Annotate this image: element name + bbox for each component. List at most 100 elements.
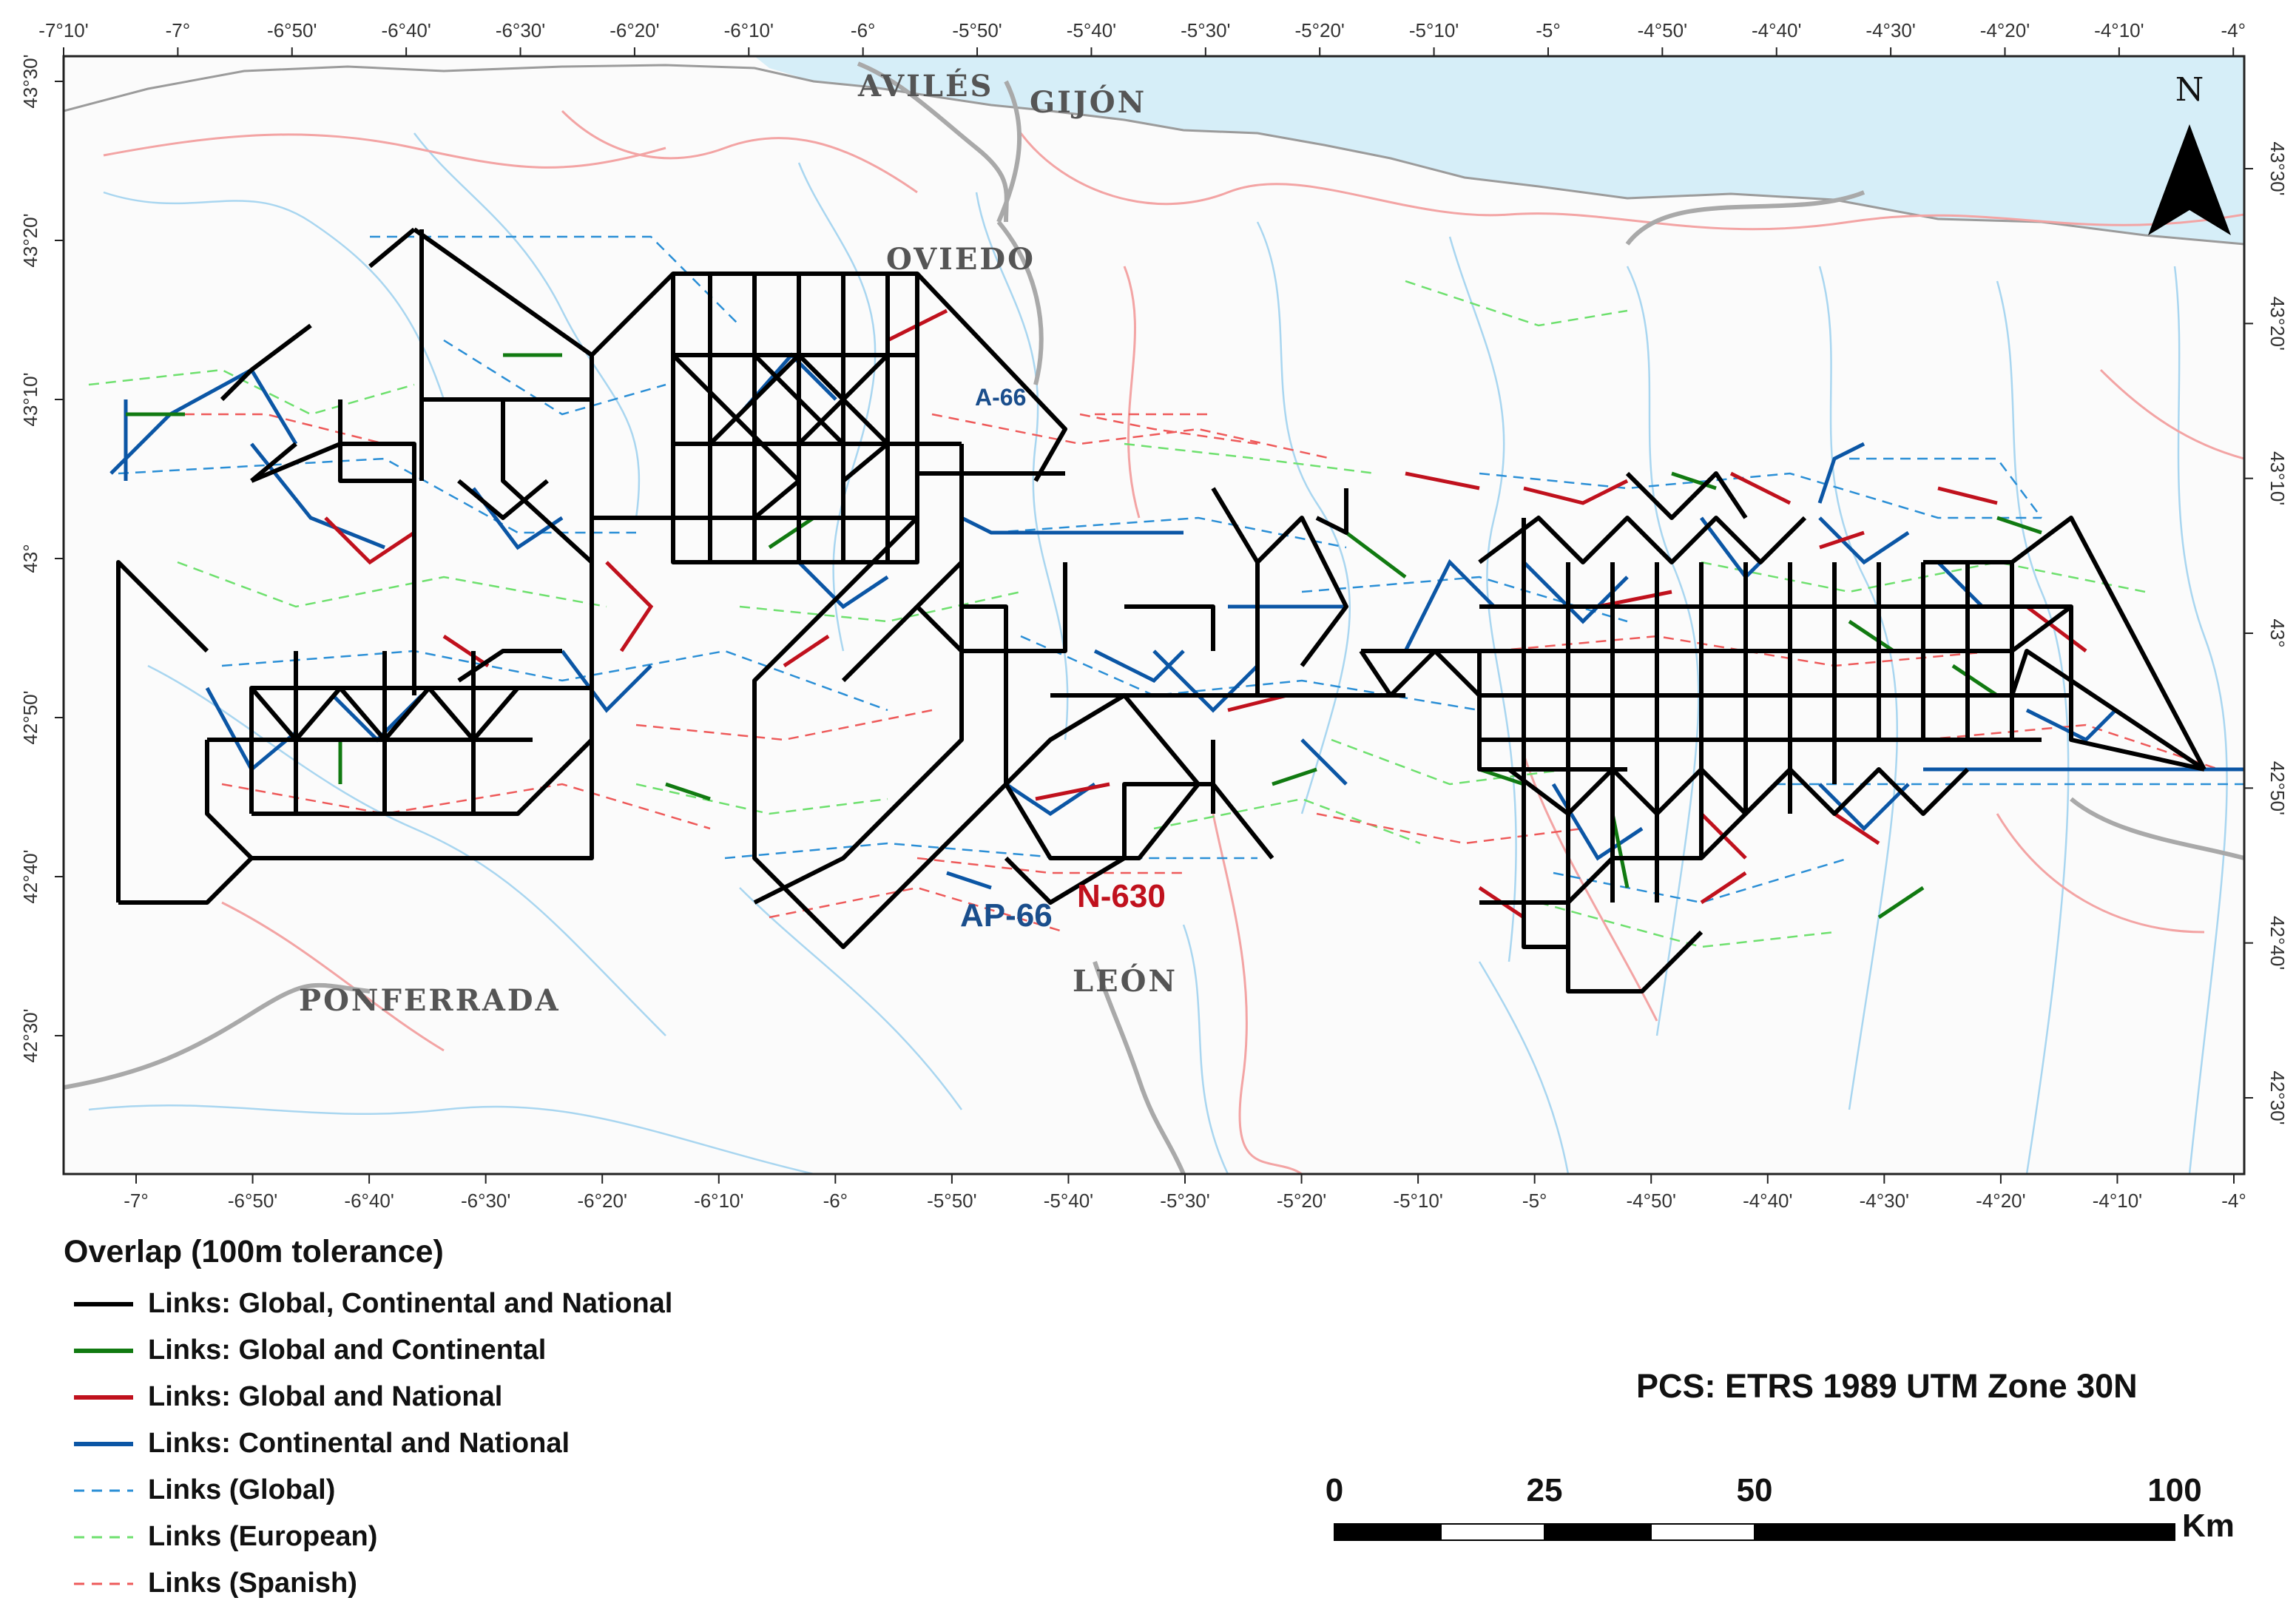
legend-item: Links: Global and National [64,1374,672,1420]
city-label-aviles: AVILÉS [857,69,993,104]
projection-label: PCS: ETRS 1989 UTM Zone 30N [1636,1367,2138,1405]
scale-label-50: 50 [1736,1472,1773,1508]
tick-label-top: -4°40' [1752,19,1801,41]
tick-label-top: -6°10' [724,19,774,41]
north-arrow-label: N [2175,71,2204,109]
tick-label-top: -5°40' [1067,19,1116,41]
tick-label-left: 42°40' [19,849,41,903]
legend-dashed-line-icon [74,1582,133,1585]
tick-label-top: -7°10' [38,19,88,41]
tick-label-bottom: -6°40' [344,1190,394,1212]
tick-label-top: -5°20' [1295,19,1345,41]
legend-item: Links: Global, Continental and National [64,1281,672,1327]
tick-label-bottom: -4° [2221,1190,2246,1212]
tick-label-left: 43°30' [19,54,41,108]
tick-label-bottom: -6°30' [461,1190,510,1212]
tick-label-top: -6° [851,19,876,41]
legend-solid-line-icon [74,1441,133,1446]
tick-label-bottom: -4°50' [1627,1190,1676,1212]
legend-solid-line-icon [74,1394,133,1400]
tick-label-right: 42°40' [2266,916,2289,970]
legend-item: Links (European) [64,1514,672,1560]
city-label-leon: LEÓN [1073,964,1178,999]
road-labels: A-66 AP-66 N-630 [960,384,1166,934]
links-global-dashed [118,235,2244,904]
legend-title: Overlap (100m tolerance) [64,1234,444,1269]
tick-label-top: -6°50' [267,19,317,41]
legend-item: Links: Global and Continental [64,1327,672,1374]
north-arrow: N [2148,71,2231,235]
motorways [64,61,2244,1174]
scale-label-100: 100 [2147,1472,2202,1508]
city-label-gijon: GIJÓN [1030,85,1147,120]
tick-label-bottom: -4°10' [2093,1190,2142,1212]
tick-label-bottom: -4°30' [1860,1190,1909,1212]
tick-label-top: -5° [1536,19,1561,41]
tick-label-top: -4° [2221,19,2246,41]
tick-label-left: 42°30' [19,1008,41,1062]
tick-label-bottom: -5°50' [927,1190,976,1212]
tick-label-left: 42°50' [19,690,41,744]
legend-solid-line-icon [74,1348,133,1353]
scale-bar: 0 25 50 100 Km [1317,1472,2278,1554]
legend-item-label: Links (European) [148,1521,378,1552]
tick-label-right: 43°30' [2266,141,2289,195]
scale-label-0: 0 [1325,1472,1344,1508]
legend-item: Links (Global) [64,1467,672,1514]
legend-dashed-line-icon [74,1489,133,1491]
legend-item: Links (Spanish) [64,1560,672,1607]
tick-label-top: -6°30' [496,19,545,41]
tick-label-bottom: -5°30' [1160,1190,1209,1212]
legend-dashed-line-icon [74,1536,133,1538]
legend: Overlap (100m tolerance) Links: Global, … [64,1234,672,1607]
legend-item-label: Links: Global and Continental [148,1335,547,1366]
city-labels: AVILÉS GIJÓN OVIEDO PONFERRADA LEÓN [299,69,1178,1018]
legend-solid-line-icon [74,1301,133,1306]
tick-label-bottom: -6°20' [578,1190,627,1212]
legend-item-label: Links: Continental and National [148,1428,570,1459]
links-global-continental [126,353,2042,920]
graticule-ticks: -7°10' -7° -6°50' -6°40' -6°30' -6°20' -6°10' -… [19,19,2289,1212]
north-arrow-left-icon [2148,124,2189,235]
tick-label-top: -4°50' [1638,19,1687,41]
tick-label-right: 43°10' [2266,451,2289,505]
tick-label-bottom: -4°40' [1743,1190,1792,1212]
legend-item-label: Links: Global and National [148,1381,503,1412]
road-label-a66: A-66 [975,384,1026,411]
tick-label-top: -6°40' [381,19,430,41]
coastline [64,64,2244,246]
tick-label-bottom: -5° [1522,1190,1547,1212]
scale-label-25: 25 [1526,1472,1563,1508]
scale-bar-graphic [1334,1523,2175,1541]
legend-item: Links: Continental and National [64,1420,672,1467]
tick-label-bottom: -7° [124,1190,149,1212]
road-label-n630: N-630 [1077,878,1166,914]
city-label-ponferrada: PONFERRADA [299,983,561,1018]
tick-label-top: -4°20' [1980,19,2030,41]
tick-label-top: -4°10' [2094,19,2144,41]
tick-label-right: 42°50' [2266,761,2289,815]
tick-label-top: -6°20' [610,19,659,41]
tick-label-right: 42°30' [2266,1070,2289,1124]
tick-label-bottom: -4°20' [1976,1190,2025,1212]
scale-unit: Km [2182,1508,2235,1544]
tick-label-bottom: -5°20' [1277,1190,1326,1212]
tick-label-left: 43° [19,544,41,573]
sea-area [754,56,2244,244]
tick-label-top: -4°30' [1866,19,1915,41]
tick-label-bottom: -5°10' [1393,1190,1442,1212]
tick-label-bottom: -6°10' [694,1190,743,1212]
legend-item-label: Links (Global) [148,1474,336,1505]
tick-label-top: -5°50' [952,19,1002,41]
tick-label-right: 43° [2266,618,2289,647]
tick-label-bottom: -6° [823,1190,848,1212]
tick-label-right: 43°20' [2266,297,2289,351]
tick-label-left: 43°20' [19,213,41,267]
north-arrow-right-icon [2189,124,2231,235]
tick-label-top: -5°10' [1409,19,1459,41]
road-label-ap66: AP-66 [960,897,1053,934]
links-global-continental-national [116,227,2206,994]
tick-label-top: -5°30' [1181,19,1230,41]
